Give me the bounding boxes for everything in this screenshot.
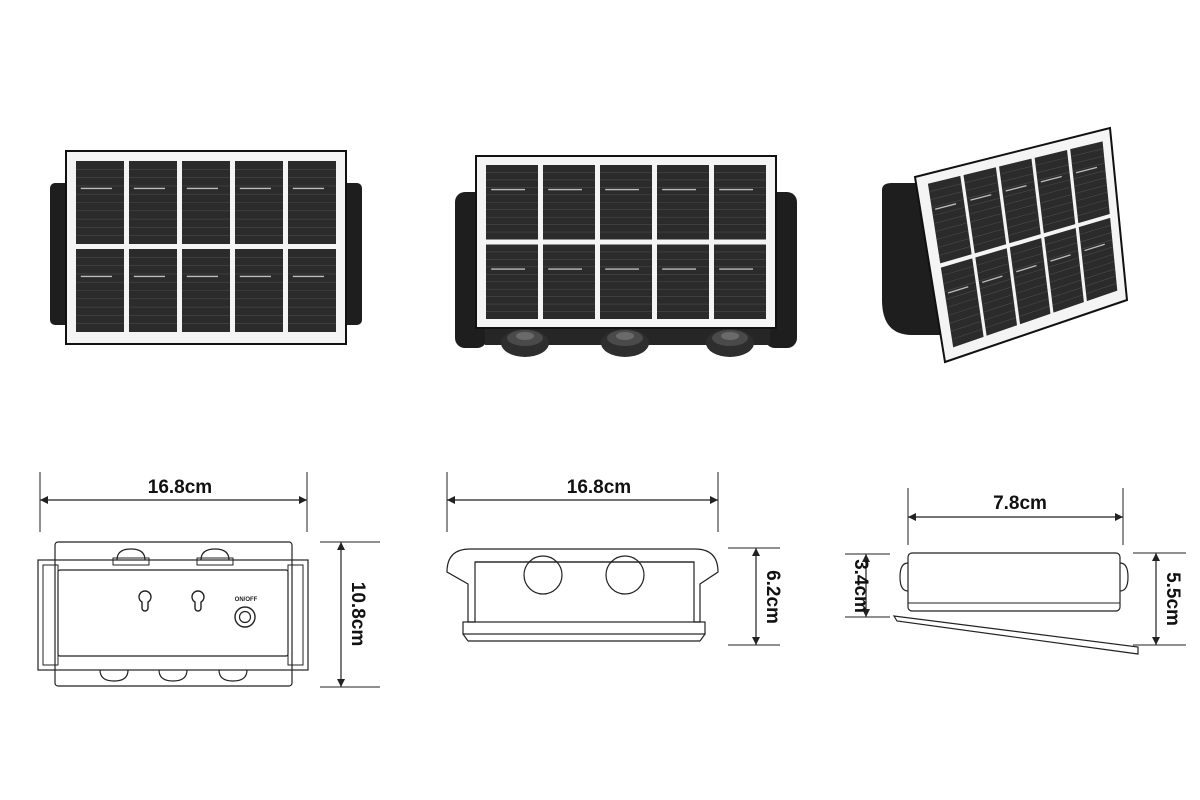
front-inner-panel <box>57 569 289 657</box>
side-width-label: 7.8cm <box>993 493 1047 514</box>
front-led-bumps <box>99 548 248 682</box>
bottom-height-label: 6.2cm <box>762 570 783 624</box>
side-left-height-label: 3.4cm <box>850 559 871 613</box>
led-bump <box>158 669 188 682</box>
angled-solar-cells <box>486 165 766 319</box>
led-bump <box>218 669 248 682</box>
drawing-side: 7.8cm 3.4cm 5.5cm <box>845 488 1186 655</box>
power-switch-icon <box>234 606 256 628</box>
switch-label: ON/OFF <box>235 597 258 603</box>
drawing-front: 16.8cm ON/OFF 10.8cm <box>37 472 380 688</box>
side-panel-outline <box>892 615 1139 655</box>
keyhole-icon <box>191 590 205 612</box>
keyhole-icon <box>138 590 152 612</box>
led-bump <box>116 548 146 561</box>
bottom-width-label: 16.8cm <box>567 477 631 498</box>
bottom-led-lens <box>605 555 645 595</box>
led-bump <box>200 548 230 561</box>
front-solar-cells <box>76 161 336 332</box>
angled-led-heads <box>501 329 754 357</box>
bottom-body-outline <box>446 548 719 623</box>
side-right-height-label: 5.5cm <box>1162 572 1183 626</box>
photo-angled-view <box>455 155 797 357</box>
photo-side-view <box>882 126 1129 364</box>
bottom-base-plate <box>462 621 706 635</box>
photo-front-view <box>50 150 362 345</box>
bottom-led-lens <box>523 555 563 595</box>
led-bump <box>99 669 129 682</box>
front-outer-plate <box>54 541 293 687</box>
front-main-body <box>37 559 309 671</box>
side-body-outline <box>907 552 1121 612</box>
drawing-bottom: 16.8cm 6.2cm <box>446 472 783 646</box>
front-width-label: 16.8cm <box>148 477 212 498</box>
front-height-label: 10.8cm <box>347 582 368 646</box>
side-solar-cells <box>927 141 1118 348</box>
